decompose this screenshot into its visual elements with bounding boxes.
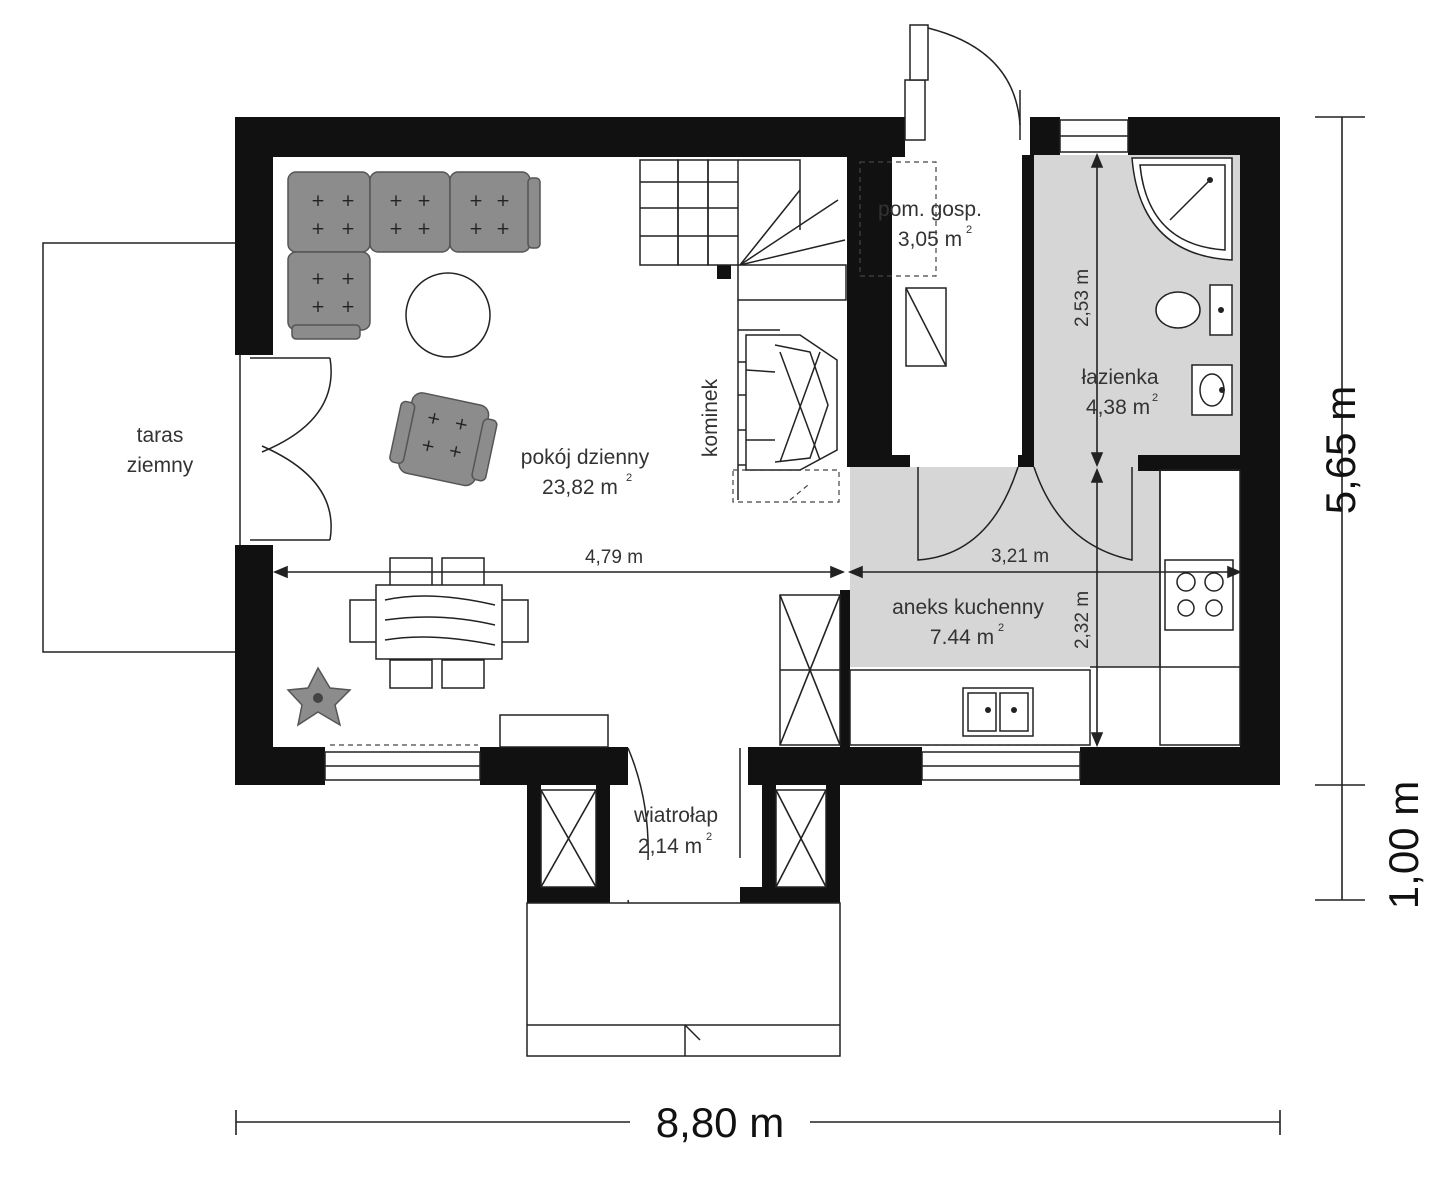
utility-room-name: pom. gosp. bbox=[878, 198, 982, 221]
svg-text:+: + bbox=[389, 191, 403, 211]
svg-text:+: + bbox=[341, 219, 355, 239]
kitchen-area-sup: 2 bbox=[998, 622, 1004, 634]
dimension-kitchen-width: 3,21 m bbox=[991, 546, 1049, 567]
svg-text:+: + bbox=[341, 297, 355, 317]
entry-cabinet bbox=[499, 714, 609, 748]
kitchen-name: aneks kuchenny bbox=[892, 596, 1044, 619]
svg-text:+: + bbox=[469, 219, 483, 239]
coffee-table bbox=[405, 272, 491, 358]
living-room-area-sup: 2 bbox=[626, 472, 632, 484]
kitchen-area: 7.44 m bbox=[930, 626, 994, 649]
terrace-label-line1: taras bbox=[137, 424, 184, 447]
terrace-label-line2: ziemny bbox=[127, 454, 194, 477]
utility-room-area: 3,05 m bbox=[898, 228, 962, 251]
toilet bbox=[1155, 284, 1233, 336]
internal-dimensions bbox=[272, 152, 1243, 748]
svg-text:+: + bbox=[446, 441, 464, 464]
plant bbox=[286, 666, 352, 727]
bathroom-area-sup: 2 bbox=[1152, 392, 1158, 404]
armchair: ++ ++ bbox=[389, 392, 498, 487]
svg-text:+: + bbox=[496, 219, 510, 239]
dimension-kitchen-height: 2,32 m bbox=[1072, 591, 1093, 649]
fireplace-label: kominek bbox=[699, 378, 722, 457]
corner-sofa: + + + + + + + + + + + + + + + + bbox=[287, 171, 541, 340]
dimension-entry-depth: 1,00 m bbox=[1380, 781, 1427, 909]
shower bbox=[1131, 157, 1233, 261]
doors bbox=[239, 24, 1133, 1057]
svg-text:+: + bbox=[311, 219, 325, 239]
cooktop bbox=[1164, 559, 1234, 631]
svg-text:+: + bbox=[496, 191, 510, 211]
svg-text:+: + bbox=[311, 191, 325, 211]
svg-text:+: + bbox=[389, 219, 403, 239]
fireplace bbox=[745, 334, 838, 471]
living-room-name: pokój dzienny bbox=[521, 446, 650, 469]
bathroom-name: łazienka bbox=[1081, 366, 1158, 389]
dimension-bathroom-height: 2,53 m bbox=[1072, 269, 1093, 327]
bathroom-area: 4,38 m bbox=[1086, 396, 1150, 419]
svg-text:+: + bbox=[341, 269, 355, 289]
vestibule-area: 2,14 m bbox=[638, 835, 702, 858]
svg-text:+: + bbox=[417, 219, 431, 239]
kitchen-sink bbox=[962, 687, 1034, 737]
svg-text:+: + bbox=[452, 413, 470, 436]
svg-text:+: + bbox=[417, 191, 431, 211]
washbasin bbox=[1191, 364, 1233, 416]
dimension-living-width: 4,79 m bbox=[585, 547, 643, 568]
svg-text:+: + bbox=[311, 297, 325, 317]
vestibule-name: wiatrołap bbox=[633, 804, 718, 827]
walls bbox=[235, 117, 1280, 903]
svg-text:+: + bbox=[469, 191, 483, 211]
living-room-area: 23,82 m bbox=[542, 476, 618, 499]
utility-room-area-sup: 2 bbox=[966, 224, 972, 236]
terrace-outline bbox=[42, 242, 236, 653]
vestibule-area-sup: 2 bbox=[706, 831, 712, 843]
wardrobes bbox=[540, 594, 841, 888]
dimension-total-width: 8,80 m bbox=[656, 1099, 784, 1146]
svg-text:+: + bbox=[311, 269, 325, 289]
svg-text:+: + bbox=[341, 191, 355, 211]
utility-fixtures bbox=[859, 161, 947, 367]
external-dimensions bbox=[235, 116, 1365, 1135]
svg-text:+: + bbox=[419, 435, 437, 458]
dimension-total-height: 5,65 m bbox=[1317, 386, 1364, 514]
dining-table bbox=[349, 557, 529, 689]
svg-text:+: + bbox=[425, 407, 443, 430]
